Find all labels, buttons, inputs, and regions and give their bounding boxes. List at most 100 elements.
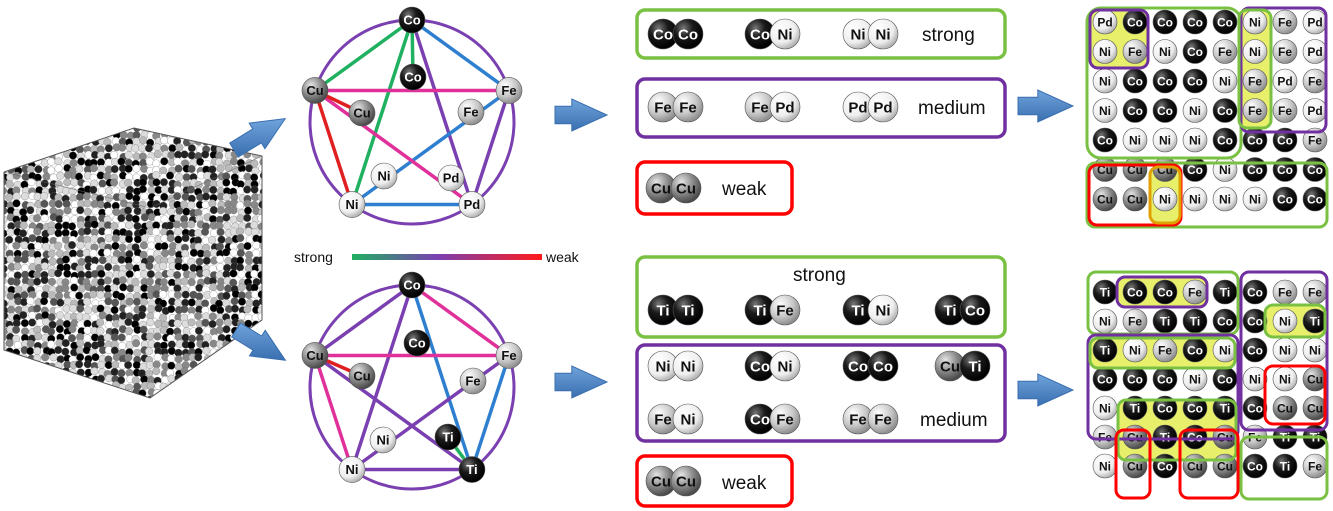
lattice-atom: Ti — [1182, 308, 1208, 334]
atom-label: Ni — [1099, 314, 1111, 328]
lattice-atom: Co — [1122, 279, 1148, 305]
lattice-atom: Co — [1242, 279, 1268, 305]
bond-line — [350, 284, 414, 471]
bond-line — [350, 19, 414, 206]
cu-cluster-right-frame — [1263, 364, 1327, 426]
pair-atom: Ti — [672, 294, 704, 326]
atom-label: Co — [1277, 192, 1293, 206]
atom-label: Pd — [1307, 45, 1322, 59]
lattice-atom: Ni — [1212, 68, 1238, 94]
atom-label: Fe — [1278, 285, 1292, 299]
atom-label: Ni — [681, 411, 696, 428]
arrow-pentagon-to-pairs-bottom — [554, 365, 609, 399]
atom-label: Fe — [849, 411, 867, 428]
atom-label: Ni — [1219, 343, 1231, 357]
ti-co-cluster — [1118, 400, 1236, 460]
atom-label: Fe — [1098, 430, 1112, 444]
lattice-atom: Co — [1242, 157, 1268, 182]
lattice-atom: Fe — [1272, 39, 1298, 64]
atom-label: Co — [1157, 372, 1173, 386]
atom-label: Fe — [679, 99, 697, 116]
vertex-atom-ti: Ti — [458, 456, 486, 483]
atom-label: Cu — [651, 473, 671, 490]
pair-atom: Co — [744, 403, 776, 435]
lattice-atom: Ni — [1242, 9, 1268, 35]
pd-cluster-frame — [1088, 8, 1150, 70]
atom-label: Ti — [466, 462, 477, 477]
inner-atom-ni: Ni — [369, 426, 397, 454]
atom-label: Cu — [1307, 401, 1323, 415]
atom-label: Ni — [1129, 343, 1141, 357]
lattice-atom: Fe — [1302, 127, 1328, 153]
atom-label: Co — [965, 302, 985, 319]
atom-label: Fe — [1248, 104, 1262, 118]
atom-label: Co — [1217, 104, 1233, 118]
atom-label: Ti — [1220, 401, 1230, 415]
atom-label: Cu — [1127, 459, 1143, 473]
atom-label: Fe — [751, 99, 769, 116]
atom-label: Ni — [346, 197, 359, 212]
pair-atom: Cu — [645, 172, 677, 204]
medium-box-bottom — [635, 343, 1007, 443]
atom-label: Ni — [1189, 104, 1201, 118]
atom-label: Ni — [1279, 314, 1291, 328]
cu-column-2-frame — [1178, 428, 1240, 500]
atom-label: Co — [1157, 401, 1173, 415]
lattice-atom: Co — [1272, 157, 1298, 182]
atom-label: Cu — [1127, 430, 1143, 444]
ti-co-cluster-frame — [1116, 398, 1238, 462]
atom-label: Co — [848, 358, 868, 375]
lattice-atom: Co — [1212, 9, 1238, 35]
lattice-atom: Co — [1302, 157, 1328, 182]
lattice-atom: Ni — [1092, 98, 1118, 123]
atom-label: Ni — [1219, 192, 1231, 206]
pair-atom: Fe — [842, 403, 874, 435]
lattice-atom: Co — [1182, 9, 1208, 35]
pair-atom: Fe — [647, 403, 679, 435]
arrow-pairs-to-lattice-bottom — [1017, 373, 1075, 407]
inner-atom-co: Co — [403, 329, 431, 357]
pair-atom: Cu — [934, 350, 966, 382]
atom-label: Fe — [1278, 45, 1292, 59]
lattice-atom: Cu — [1302, 395, 1328, 421]
atom-label: Co — [1217, 133, 1233, 147]
atom-label: Fe — [1128, 45, 1142, 59]
lattice-atom: Fe — [1122, 308, 1148, 334]
lattice-atom: Fe — [1242, 98, 1268, 123]
vertex-atom-fe: Fe — [495, 342, 523, 369]
atom-label: Co — [1157, 15, 1173, 29]
atom-label: Co — [403, 278, 420, 293]
lattice-atom: Fe — [1092, 424, 1118, 450]
inner-atom-cu: Cu — [348, 99, 376, 127]
atom-label: Co — [750, 26, 770, 43]
atom-label: Co — [1217, 15, 1233, 29]
arrow-cube-to-bottom — [231, 322, 287, 361]
atom-label: Fe — [1278, 104, 1292, 118]
lattice-atom: Co — [1182, 337, 1208, 363]
bond-strength-legend: strong weak — [294, 249, 580, 265]
pair-atom: Ti — [744, 294, 776, 326]
lattice-atom: Ni — [1242, 186, 1268, 212]
co-co-fe-row-frame — [1115, 275, 1209, 309]
atom-label: Ni — [1249, 372, 1261, 386]
atom-label: Ni — [876, 302, 891, 319]
atom-label: Ni — [1279, 372, 1291, 386]
lattice-atom: Fe — [1272, 279, 1298, 305]
bond-line — [351, 354, 511, 471]
pair-atom: Fe — [744, 91, 776, 123]
atom-label: Co — [1247, 459, 1263, 473]
atom-label: Fe — [1188, 285, 1202, 299]
pair-atom: Cu — [645, 465, 677, 497]
vertex-atom-pd: Pd — [458, 191, 486, 218]
medium-box-top — [635, 77, 1007, 139]
atom-label: Ni — [851, 26, 866, 43]
atom-label: Co — [1217, 314, 1233, 328]
lattice-atom: Pd — [1092, 9, 1118, 35]
lattice-atom: Co — [1122, 366, 1148, 392]
atom-label: Co — [873, 358, 893, 375]
bond-line — [470, 89, 511, 206]
atom-label: Ni — [681, 358, 696, 375]
pair-atom: Cu — [670, 465, 702, 497]
